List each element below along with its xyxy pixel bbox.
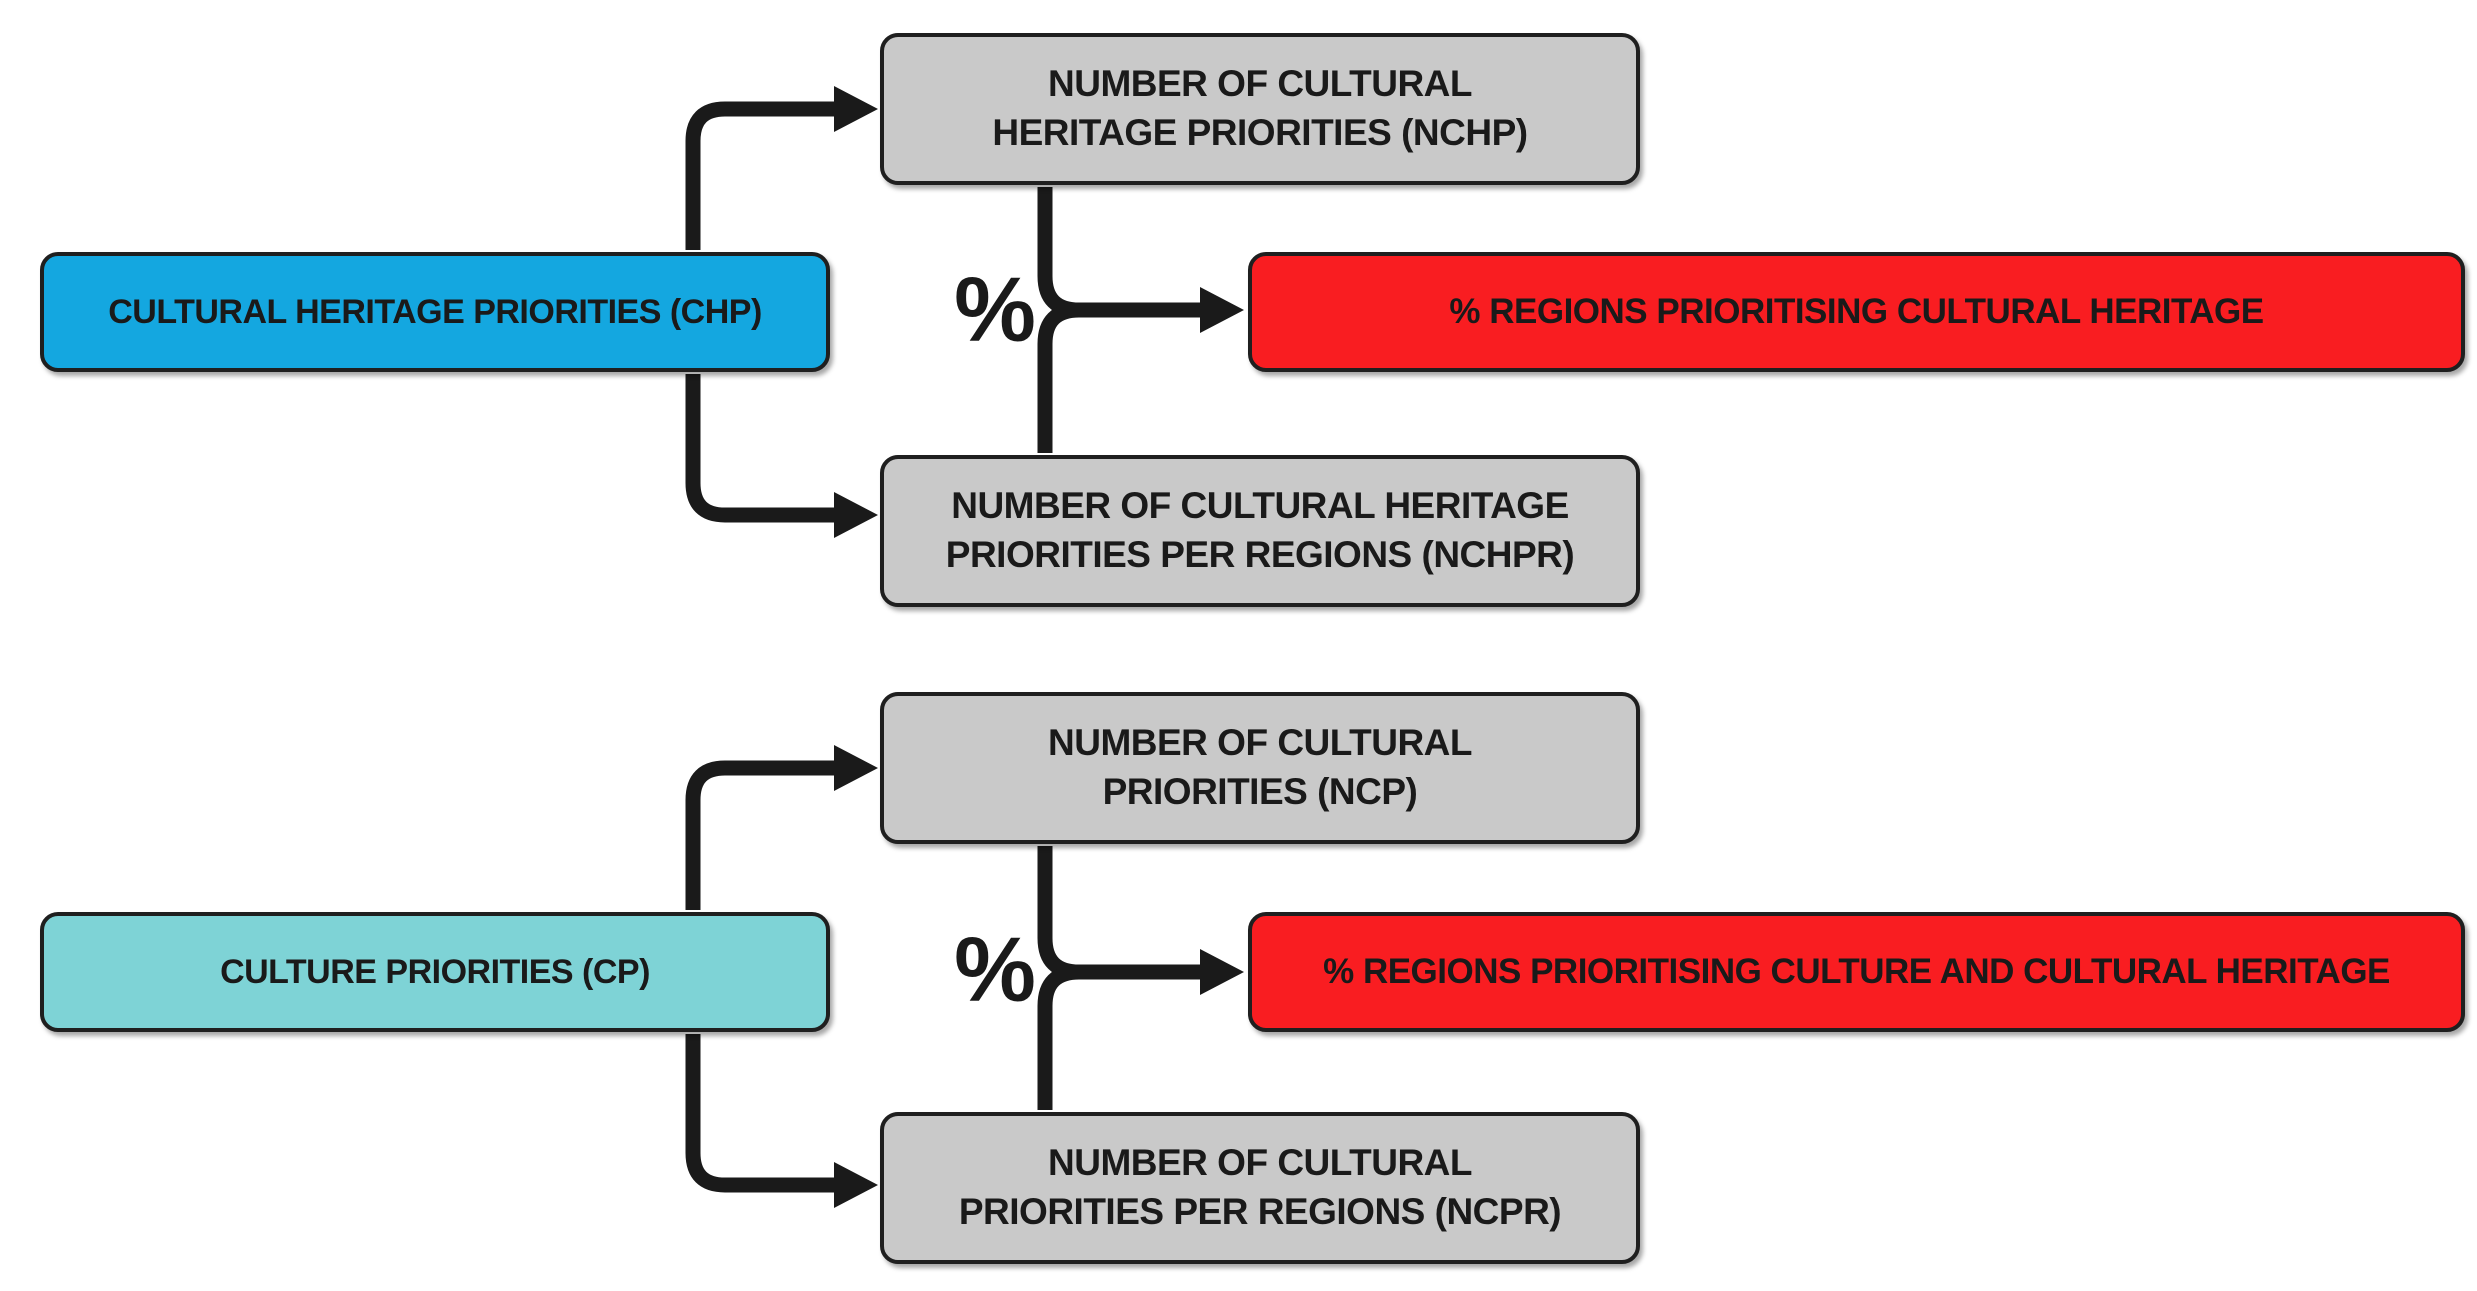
ncpr-box: NUMBER OF CULTURAL PRIORITIES PER REGION… [880, 1112, 1640, 1264]
chp-result-label: % REGIONS PRIORITISING CULTURAL HERITAGE [1449, 292, 2264, 331]
ncp-box: NUMBER OF CULTURAL PRIORITIES (NCP) [880, 692, 1640, 844]
arrow-chp-to-nchp [685, 101, 836, 250]
arrow-cp-to-ncp [685, 760, 836, 910]
chp-result-box: % REGIONS PRIORITISING CULTURAL HERITAGE [1248, 252, 2465, 372]
arrowhead-cp-to-ncp [834, 745, 878, 791]
arrowhead-to-cp-result [1200, 949, 1244, 995]
nchpr-label-line1: NUMBER OF CULTURAL HERITAGE [951, 485, 1569, 527]
nchp-box: NUMBER OF CULTURAL HERITAGE PRIORITIES (… [880, 33, 1640, 185]
arrow-chp-to-nchpr [685, 374, 836, 523]
cp-source-label: CULTURE PRIORITIES (CP) [220, 952, 650, 991]
nchpr-box: NUMBER OF CULTURAL HERITAGE PRIORITIES P… [880, 455, 1640, 607]
arrowhead-to-chp-result [1200, 287, 1244, 333]
cp-result-label: % REGIONS PRIORITISING CULTURE AND CULTU… [1323, 952, 2390, 991]
nchpr-label-line2: PRIORITIES PER REGIONS (NCHPR) [945, 534, 1575, 575]
nchp-label-line1: NUMBER OF CULTURAL [1048, 63, 1472, 105]
chp-source-box: CULTURAL HERITAGE PRIORITIES (CHP) [40, 252, 830, 372]
chp-source-label: CULTURAL HERITAGE PRIORITIES (CHP) [108, 292, 762, 331]
junction-nchpr-branch [1037, 302, 1200, 453]
percent-operator-chp: % [954, 258, 1036, 361]
arrowhead-cp-to-ncpr [834, 1162, 878, 1208]
arrowhead-chp-to-nchpr [834, 492, 878, 538]
nchp-label-line2: HERITAGE PRIORITIES (NCHP) [992, 112, 1528, 153]
ncpr-label-line1: NUMBER OF CULTURAL [1048, 1142, 1472, 1184]
cp-source-box: CULTURE PRIORITIES (CP) [40, 912, 830, 1032]
junction-ncpr-branch [1037, 964, 1200, 1110]
arrowhead-chp-to-nchp [834, 86, 878, 132]
percent-operator-cp: % [954, 918, 1036, 1021]
cp-result-box: % REGIONS PRIORITISING CULTURE AND CULTU… [1248, 912, 2465, 1032]
junction-ncp-branch [1037, 846, 1200, 980]
ncp-label-line2: PRIORITIES (NCP) [1102, 771, 1418, 812]
ncpr-label-line2: PRIORITIES PER REGIONS (NCPR) [958, 1191, 1562, 1232]
arrow-cp-to-ncpr [685, 1034, 836, 1193]
junction-nchp-branch [1037, 187, 1200, 318]
ncp-label-line1: NUMBER OF CULTURAL [1048, 722, 1472, 764]
